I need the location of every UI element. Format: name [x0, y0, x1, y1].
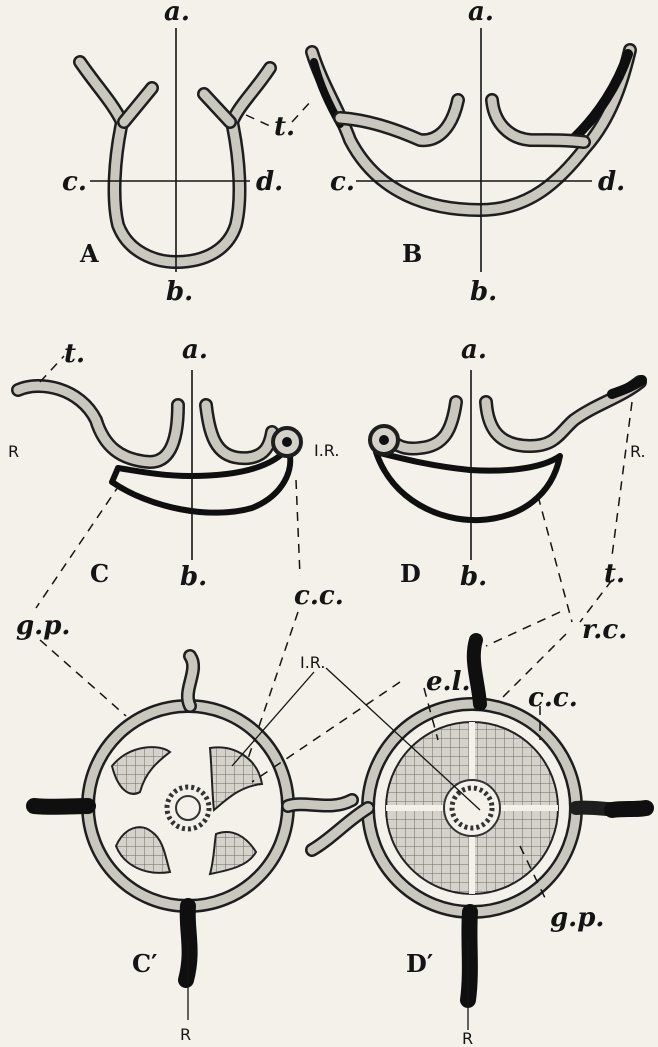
label-a: a. [461, 335, 487, 365]
label-R: R [8, 442, 19, 461]
label-R: R. [630, 442, 646, 461]
label-a: a. [164, 0, 190, 27]
label-cc: c.c. [528, 683, 578, 713]
panel-D-prime-diagram: e.l. c.c. g.p. R D′ [312, 640, 646, 1047]
panel-B-diagram: a. b. c. d. B [312, 0, 630, 307]
panel-A-diagram: a. b. c. d. A [62, 0, 283, 307]
label-IR: I.R. [314, 441, 339, 460]
label-el: e.l. [426, 667, 471, 697]
label-cc: c.c. [294, 581, 344, 611]
panel-C-caption: C [90, 559, 109, 588]
label-R: R [462, 1029, 473, 1047]
panel-D-prime-caption: D′ [406, 949, 433, 978]
label-IR: I.R. [300, 653, 325, 672]
tentacle-pointer-top: t. [246, 100, 312, 142]
panel-C-prime-caption: C′ [132, 949, 157, 978]
label-b: b. [470, 277, 497, 307]
label-t: t. [64, 339, 85, 369]
label-t: t. [604, 559, 625, 589]
label-b: b. [460, 562, 487, 592]
label-a: a. [468, 0, 494, 27]
panel-B-body [312, 50, 630, 210]
label-t: t. [274, 112, 295, 142]
panel-C-prime-diagram: R I.R. C′ [34, 653, 400, 1044]
label-gp: g.p. [16, 611, 70, 641]
label-d: d. [598, 167, 625, 197]
panel-C-diagram: t. a. b. R I.R. C [8, 335, 339, 592]
panel-D-diagram: a. b. t. R. D [370, 335, 646, 592]
panel-D-dark-mass [376, 452, 560, 520]
panel-B-caption: B [402, 239, 422, 268]
label-c: c. [62, 167, 87, 197]
label-c: c. [330, 167, 355, 197]
label-b: b. [180, 562, 207, 592]
panel-D-caption: D [400, 559, 421, 588]
panel-A-body [80, 62, 270, 262]
label-rc: r.c. [582, 615, 627, 645]
label-b: b. [166, 277, 193, 307]
label-gp: g.p. [550, 903, 604, 933]
label-a: a. [182, 335, 208, 365]
label-d: d. [256, 167, 283, 197]
panel-A-caption: A [79, 239, 99, 268]
label-R: R [180, 1025, 191, 1044]
